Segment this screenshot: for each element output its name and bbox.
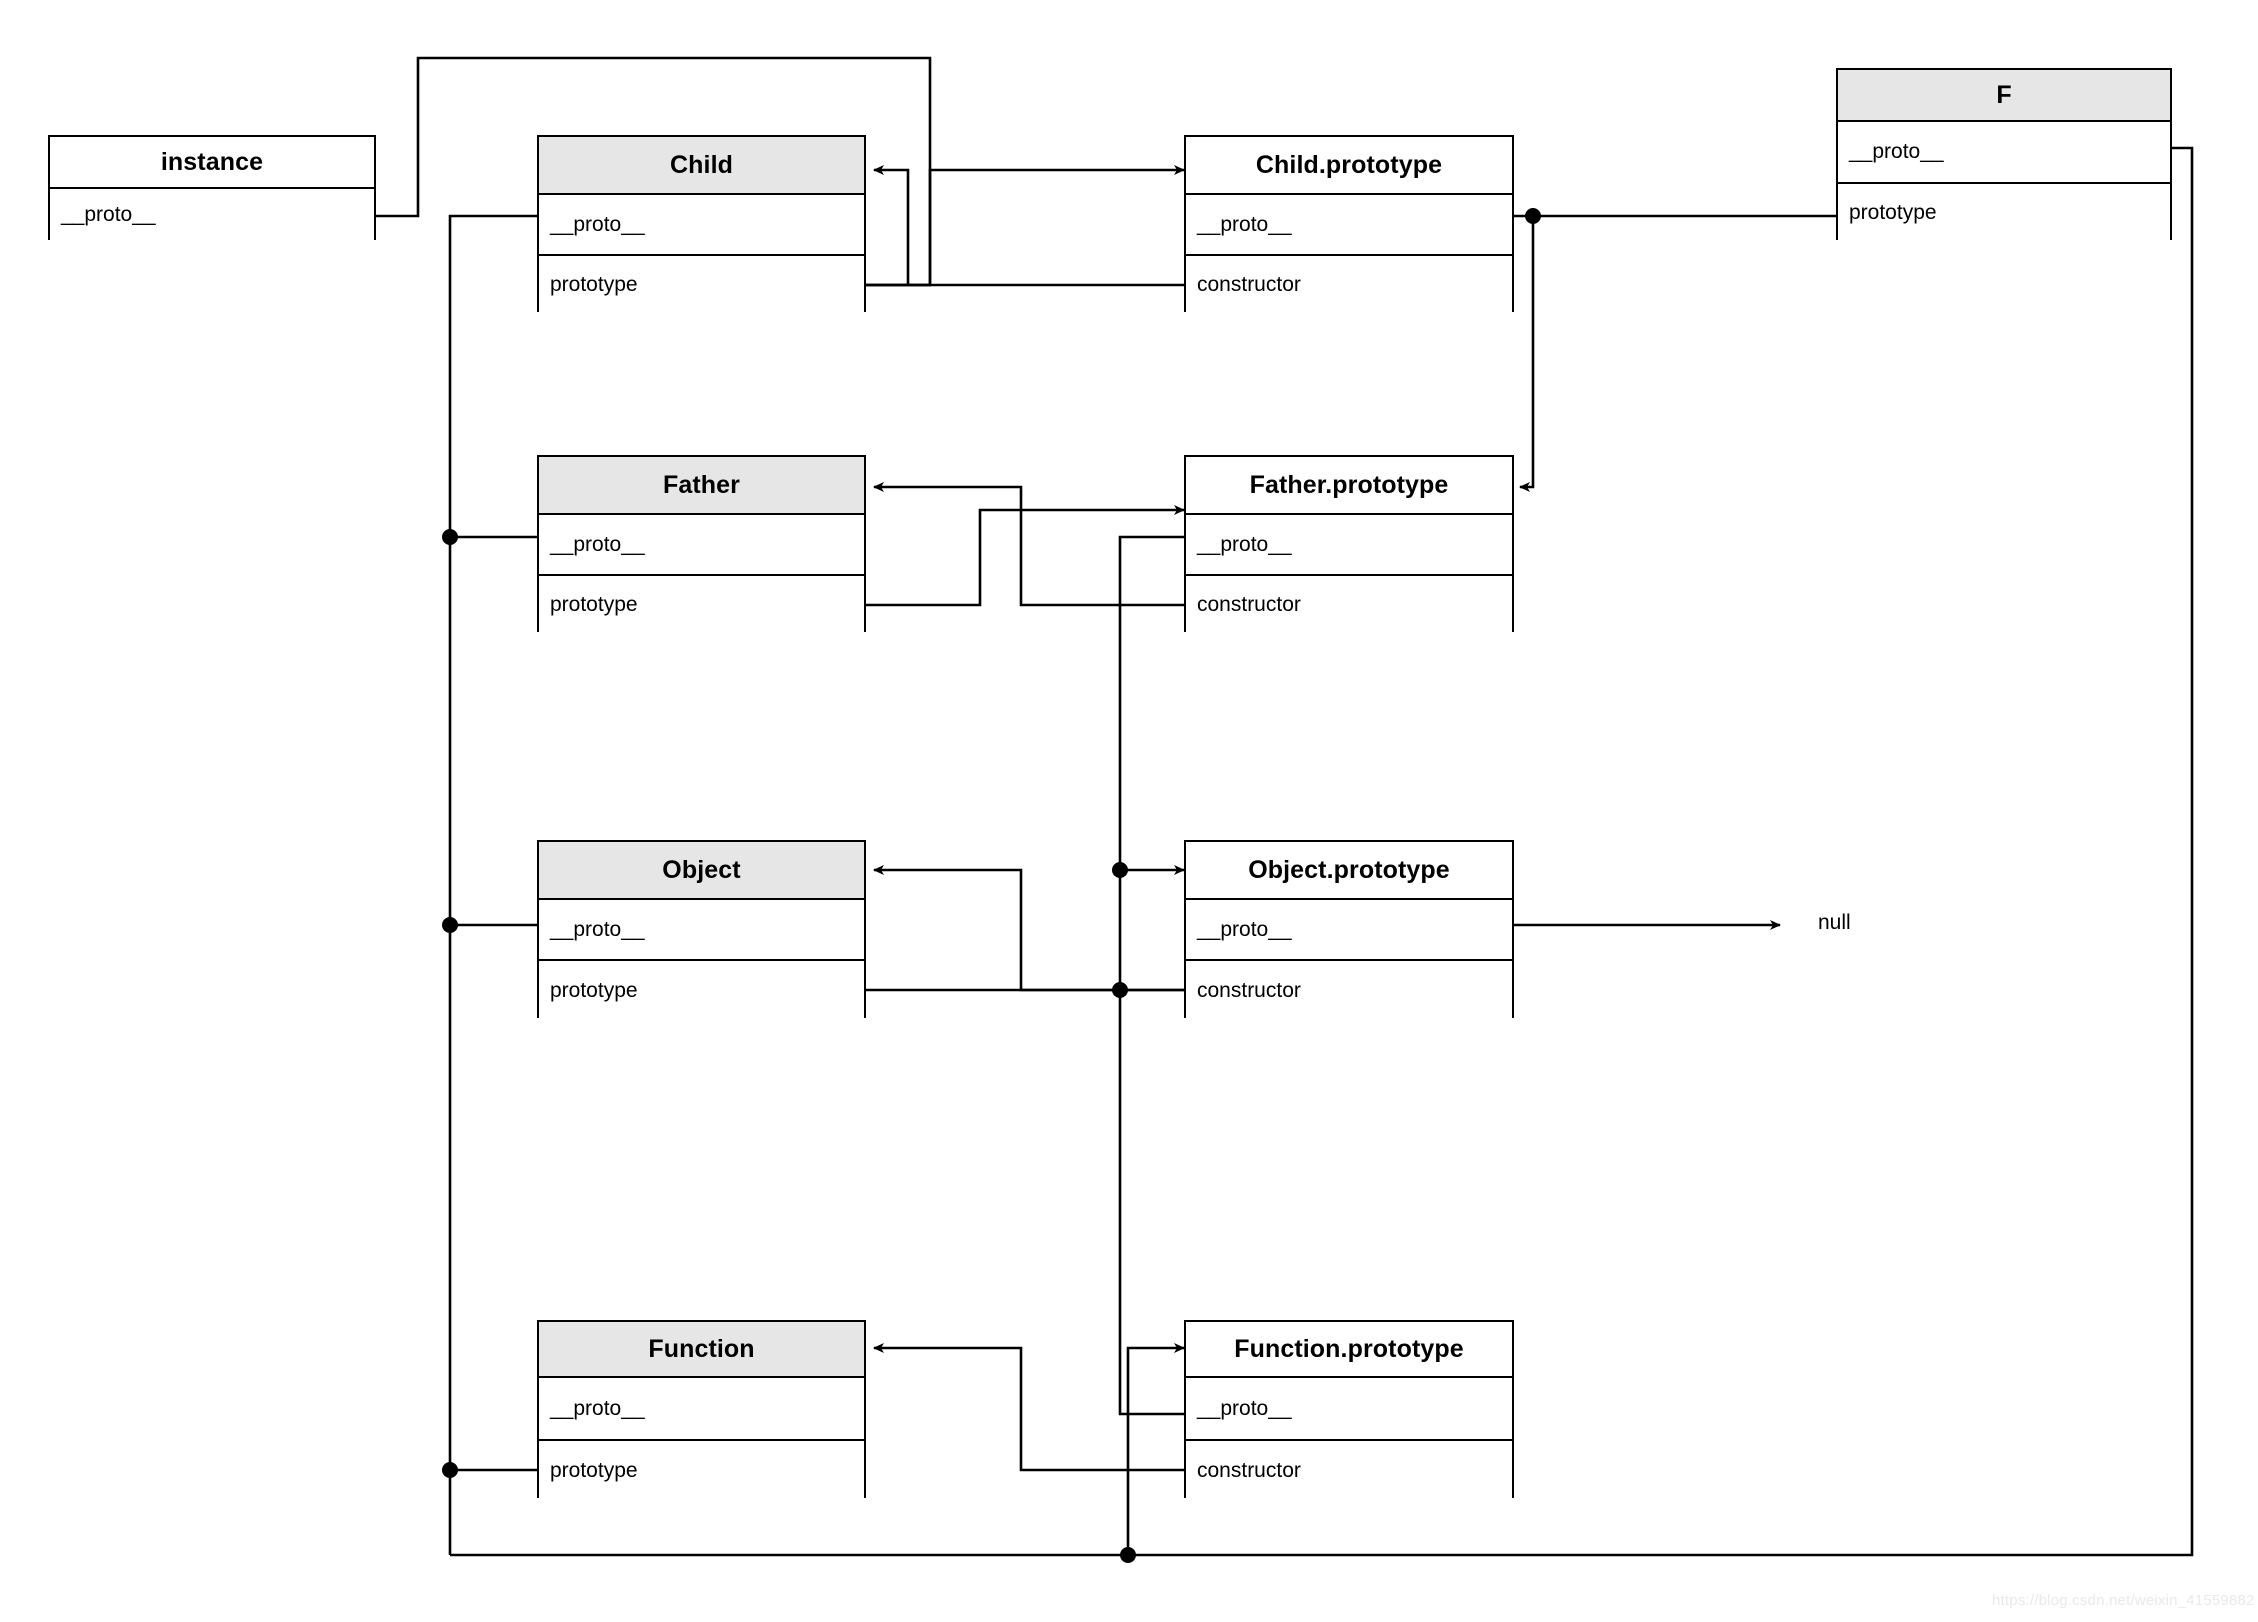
wire-function-prototype-to-functionproto-title — [1126, 1343, 1185, 1555]
node-child-prototype-title: Child.prototype — [1186, 137, 1512, 195]
node-f-row-prototype: prototype — [1838, 184, 2170, 242]
node-child-title: Child — [539, 137, 864, 195]
node-object-prototype-row-constructor: constructor — [1186, 961, 1512, 1020]
node-f-title: F — [1838, 70, 2170, 122]
junction-dot-father-proto — [442, 529, 458, 545]
wire-objproto-constructor-to-object-title — [873, 865, 1184, 992]
wire-fatherproto-proto-to-objproto-title — [1118, 535, 1185, 875]
node-child-prototype-row-proto: __proto__ — [1186, 195, 1512, 256]
node-child-prototype-row-constructor: constructor — [1186, 256, 1512, 314]
null-label: null — [1818, 911, 1851, 934]
wire-childproto-proto-down-to-fatherproto-title — [1519, 216, 1535, 492]
node-father-title: Father — [539, 457, 864, 515]
node-father-prototype-title: Father.prototype — [1186, 457, 1512, 515]
node-instance-row-proto: __proto__ — [50, 189, 374, 240]
junction-dot-object-prototype — [1112, 982, 1128, 998]
node-function-row-prototype: prototype — [539, 1441, 864, 1500]
node-function-prototype[interactable]: Function.prototype __proto__ constructor — [1184, 1320, 1514, 1500]
node-child-row-proto: __proto__ — [539, 195, 864, 256]
node-father-prototype-row-proto: __proto__ — [1186, 515, 1512, 576]
junction-dot-bottom-rail — [1120, 1547, 1136, 1563]
wire-father-prototype-to-fatherproto-title — [866, 505, 1185, 607]
node-instance-title: instance — [50, 137, 374, 189]
node-object-prototype-row-proto: __proto__ — [1186, 900, 1512, 961]
wire-left-rail — [448, 214, 537, 1555]
node-object-row-proto: __proto__ — [539, 900, 864, 961]
node-father[interactable]: Father __proto__ prototype — [537, 455, 866, 634]
node-function[interactable]: Function __proto__ prototype — [537, 1320, 866, 1500]
node-object-row-prototype: prototype — [539, 961, 864, 1020]
wire-childproto-constructor-to-child-title — [873, 165, 1184, 287]
node-function-prototype-title: Function.prototype — [1186, 1322, 1512, 1378]
node-father-row-proto: __proto__ — [539, 515, 864, 576]
watermark-text: https://blog.csdn.net/weixin_41559882 — [1992, 1592, 2255, 1609]
node-father-prototype[interactable]: Father.prototype __proto__ constructor — [1184, 455, 1514, 634]
junction-dot-objproto-title — [1112, 862, 1128, 878]
wire-child-prototype-to-childproto-title — [866, 165, 1185, 287]
node-father-prototype-row-constructor: constructor — [1186, 576, 1512, 634]
node-object-prototype-title: Object.prototype — [1186, 842, 1512, 900]
junction-dot-function-prototype — [442, 1462, 458, 1478]
junction-dot-object-proto — [442, 917, 458, 933]
node-f[interactable]: F __proto__ prototype — [1836, 68, 2172, 242]
node-function-prototype-row-constructor: constructor — [1186, 1441, 1512, 1500]
node-object[interactable]: Object __proto__ prototype — [537, 840, 866, 1020]
wire-fatherproto-constructor-to-father-title — [873, 482, 1184, 607]
node-object-title: Object — [539, 842, 864, 900]
node-child[interactable]: Child __proto__ prototype — [537, 135, 866, 314]
node-child-row-prototype: prototype — [539, 256, 864, 314]
node-function-row-proto: __proto__ — [539, 1378, 864, 1441]
node-father-row-prototype: prototype — [539, 576, 864, 634]
junction-dot-childproto-f — [1525, 208, 1541, 224]
node-child-prototype[interactable]: Child.prototype __proto__ constructor — [1184, 135, 1514, 314]
wire-functionproto-constructor-to-function-title — [873, 1343, 1184, 1472]
node-instance[interactable]: instance __proto__ — [48, 135, 376, 240]
node-function-title: Function — [539, 1322, 864, 1378]
node-function-prototype-row-proto: __proto__ — [1186, 1378, 1512, 1441]
node-object-prototype[interactable]: Object.prototype __proto__ constructor — [1184, 840, 1514, 1020]
wire-midrail-down-to-functionproto-proto — [1118, 870, 1184, 1416]
node-f-row-proto: __proto__ — [1838, 122, 2170, 184]
